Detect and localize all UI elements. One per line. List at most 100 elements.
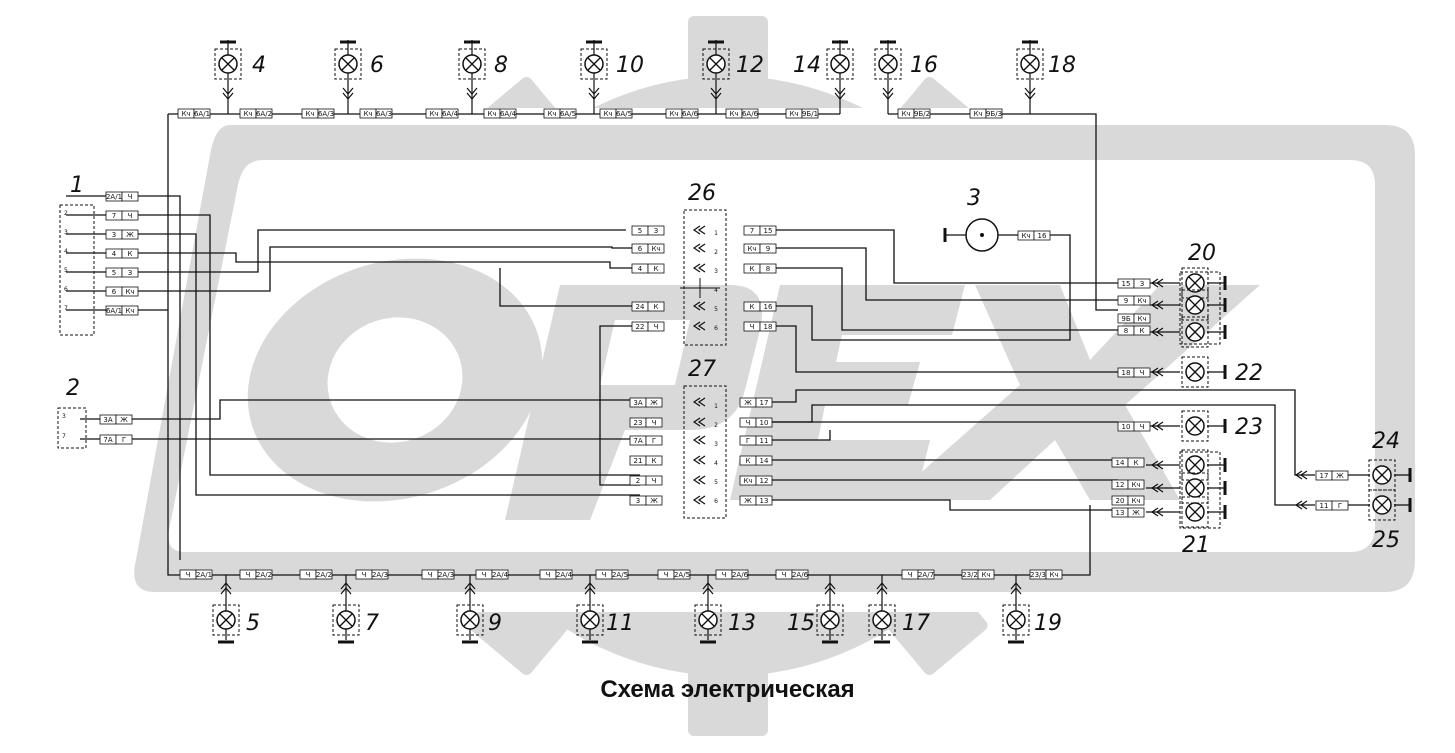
wire-4 [138, 252, 632, 269]
component-number-6: 6 [370, 53, 384, 78]
wire-tag-text: 13 [1116, 509, 1125, 517]
plug-icon [692, 397, 701, 407]
plug-icon [1299, 500, 1308, 510]
plug-icon [882, 87, 894, 95]
wire-tag-text: Ч [746, 419, 751, 427]
plug-icon [692, 263, 701, 273]
lamp-cross [875, 613, 889, 627]
wire-tag-cell [985, 108, 1003, 119]
wire-7 [138, 214, 640, 476]
lamp-housing [334, 48, 362, 80]
wire-tag-text: Ж [744, 399, 752, 407]
component-number-14: 14 [793, 53, 821, 78]
lamp-housing [1181, 496, 1209, 528]
wire-tag-cell [121, 286, 139, 297]
sensor-3-icon [980, 233, 984, 237]
connector-1-pin: 3 [64, 229, 68, 236]
plug-icon [588, 92, 600, 100]
wire-tag-text: 10 [1122, 423, 1131, 431]
plug-icon [340, 582, 352, 590]
wire-tag-cell [121, 267, 139, 278]
wire-tag-cell [759, 243, 777, 254]
connector-2-pin: 7 [62, 433, 66, 440]
wire-tag-cell [1133, 313, 1151, 324]
wire-tag-cell [121, 305, 139, 316]
lamp-cross [1188, 481, 1202, 495]
wire-tag-text: Кч [1131, 481, 1140, 489]
lamp-housing [214, 48, 242, 80]
wire-tag-text: 2А/6 [792, 571, 809, 579]
plug-icon [876, 582, 888, 590]
lamp-icon-10 [580, 48, 608, 80]
wire-tag-text: Кч [743, 477, 752, 485]
lamp-cross [1188, 419, 1202, 433]
wire-tag-text: Кч [901, 110, 910, 118]
wire-tag-text: Ч [546, 571, 551, 579]
wire-tag-text: 6А/4 [442, 110, 459, 118]
wire-tag-text: 2А/3 [372, 571, 388, 579]
lamp-housing [332, 604, 360, 636]
plug-icon [697, 435, 706, 445]
wire-tag-text: 2А/1 [106, 193, 122, 201]
wire-tag-text: Ч [664, 571, 669, 579]
wire-tag-text: 11 [1320, 502, 1329, 510]
wire-tag-text: 6А/2 [256, 110, 272, 118]
wire-tag-text: Кч [547, 110, 556, 118]
connector-1-pin: 2 [64, 210, 68, 217]
lamp-icon-18 [1016, 48, 1044, 80]
plug-icon [466, 87, 478, 95]
component-number-12: 12 [736, 53, 764, 78]
plug-icon [692, 243, 701, 253]
lamp-icon-20 [1181, 316, 1209, 348]
lamp-icon-14 [826, 48, 854, 80]
component-number-5: 5 [246, 611, 260, 636]
plug-icon [697, 263, 706, 273]
lamp-housing [1181, 472, 1209, 504]
plug-icon [1155, 300, 1164, 310]
block-26-pin: 1 [714, 230, 718, 237]
wire-tag-text: 7 [112, 212, 116, 220]
lamp-cross [587, 57, 601, 71]
lamp-cross [339, 613, 353, 627]
wire-tag-text: Ж [126, 231, 134, 239]
lamp-icon-21 [1181, 472, 1209, 504]
lamp-icon-19 [1002, 604, 1030, 636]
wire-tag-text: 7 [750, 227, 754, 235]
wire-tag-text: З [1140, 280, 1145, 288]
plug-icon [1155, 421, 1164, 431]
plug-icon [1155, 483, 1164, 493]
wire-tag-text: 22 [636, 323, 645, 331]
lamp-cross [823, 613, 837, 627]
wire-tag-text: 14 [1116, 459, 1125, 467]
wire-tag-text: Кч [973, 110, 982, 118]
wire-tag-cell [1127, 495, 1145, 506]
wire-tag-text: Ч [654, 323, 659, 331]
wire-tag-cell [1133, 325, 1151, 336]
lamp-housing [1368, 489, 1396, 521]
wire-tag-text: Ж [120, 416, 128, 424]
wire-tag-cell [647, 225, 665, 236]
plug-icon [1155, 460, 1164, 470]
plug-icon [1299, 470, 1308, 480]
plug-icon [464, 582, 476, 590]
lamp-icon-6 [334, 48, 362, 80]
component-number-25: 25 [1372, 528, 1400, 553]
wire-tag-text: Кч [747, 245, 756, 253]
lamp-cross [1188, 325, 1202, 339]
wire-tag-text: 2А/5 [612, 571, 628, 579]
wire-tag-text: 6 [638, 245, 643, 253]
